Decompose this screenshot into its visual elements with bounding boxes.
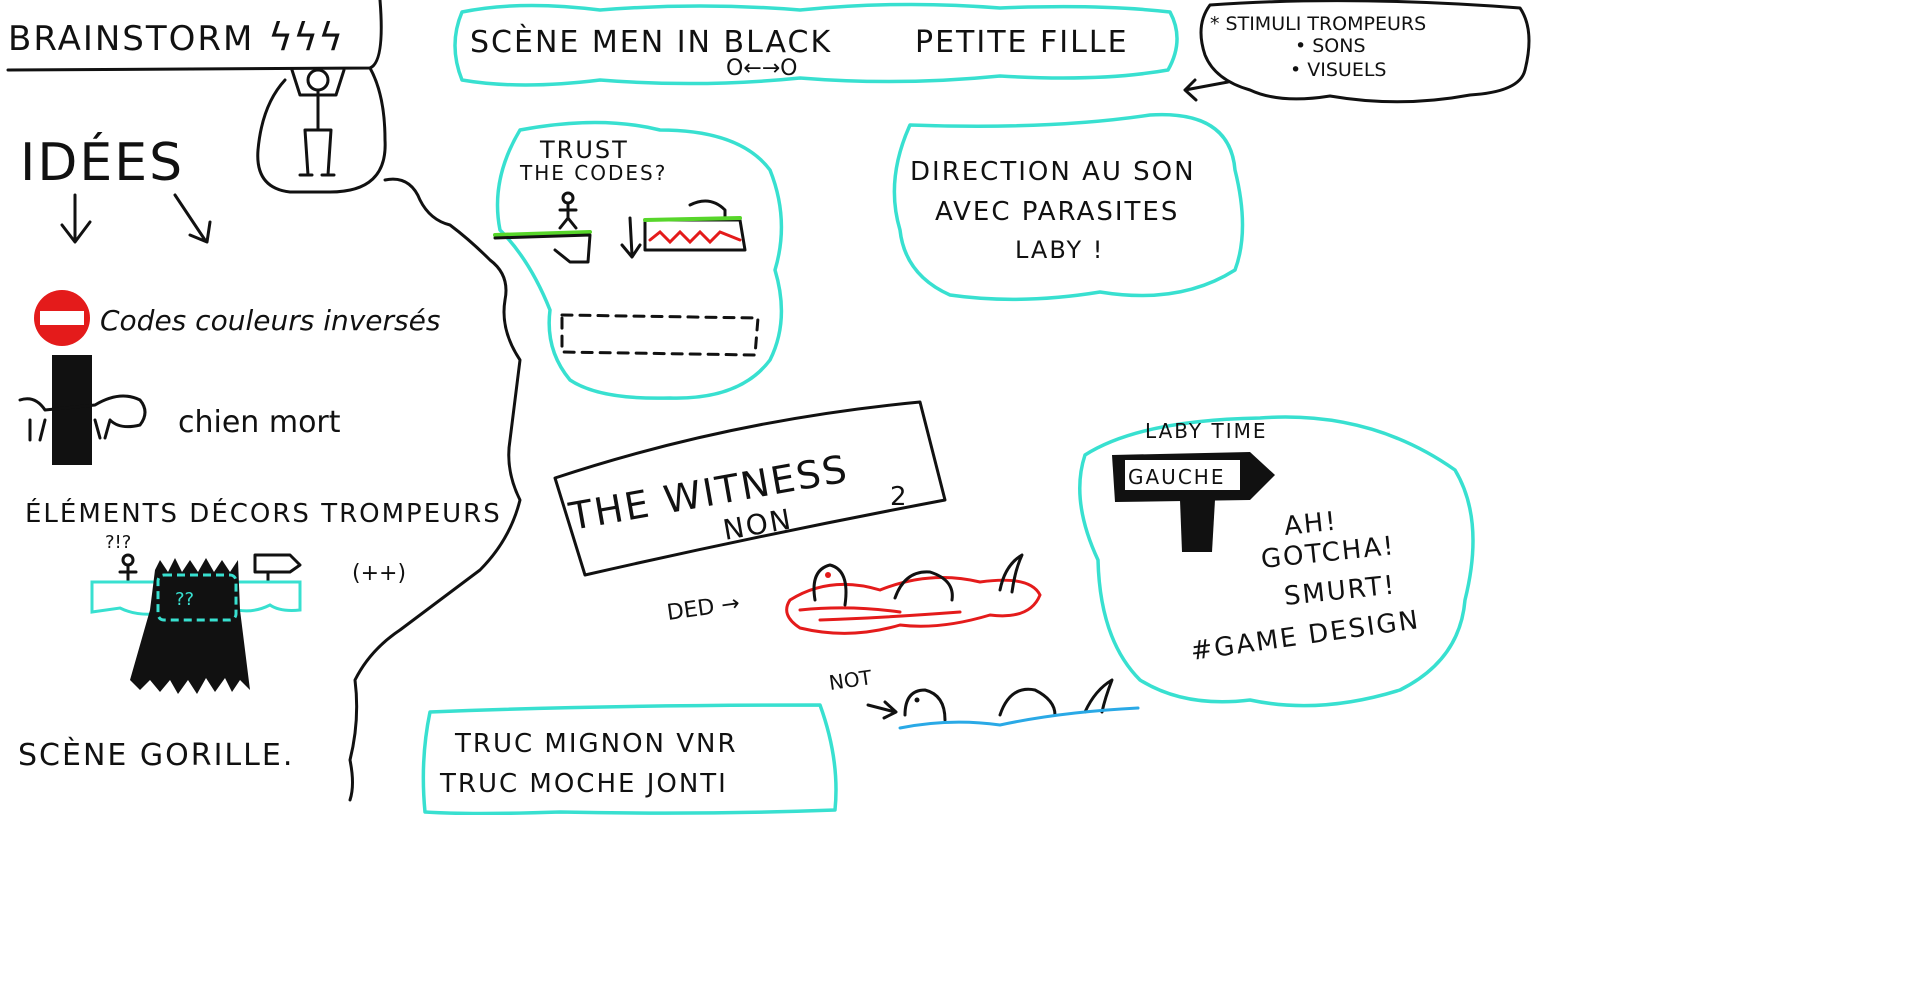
alive-creatures-illustration <box>866 678 1140 730</box>
not-label: NOT <box>827 665 874 695</box>
character-icon <box>290 68 346 177</box>
direction-bubble <box>892 112 1245 302</box>
direction-line2: AVEC PARASITES <box>935 197 1179 227</box>
laby-sign: GAUCHE <box>1128 465 1225 489</box>
decor-plus: (++) <box>352 561 406 586</box>
dead-dog-item: chien mort <box>178 405 341 440</box>
color-codes-item: Codes couleurs inversés <box>100 304 440 337</box>
decor-inner-marks: ?? <box>175 589 194 610</box>
brainstorm-title: BRAINSTORM <box>8 19 254 59</box>
trust-line1: TRUST <box>539 136 629 164</box>
stimuli-title: * STIMULI TROMPEURS <box>1210 13 1426 35</box>
decor-question-marks: ?!? <box>105 532 131 553</box>
mib-bubble <box>453 2 1179 87</box>
stimuli-item-sons: • SONS <box>1295 35 1366 57</box>
laby-hashtag: #GAME DESIGN <box>1189 605 1422 667</box>
laby-exclaim1: AH! <box>1283 507 1340 542</box>
ded-label: DED → <box>665 591 741 626</box>
direction-line3: LABY ! <box>1015 236 1104 264</box>
dead-creatures-illustration <box>785 553 1042 635</box>
signpost-icon <box>1112 452 1275 552</box>
arrow-left-icon <box>1183 78 1230 102</box>
truc-line1: TRUC MIGNON VNR <box>454 729 738 759</box>
witness-box <box>553 400 947 577</box>
dead-dog-icon <box>18 355 147 465</box>
ideas-heading: IDÉES <box>20 132 184 193</box>
witness-number: 2 <box>890 482 907 512</box>
laby-title: LABY TIME <box>1145 419 1268 443</box>
character-bubble <box>256 66 387 194</box>
no-entry-icon <box>34 290 90 346</box>
stimuli-bubble <box>1199 0 1531 104</box>
mib-line2: PETITE FILLE <box>915 25 1129 60</box>
direction-line1: DIRECTION AU SON <box>910 157 1196 187</box>
laby-exclaim3: SMURT! <box>1283 570 1398 612</box>
deceptive-decor-illustration: ?!? ?? <box>90 532 302 694</box>
platform-illustration <box>493 191 760 357</box>
arrow-down-icon <box>173 193 212 244</box>
whiteboard-drawing: BRAINSTORM ϟϟϟ IDÉES Codes couleurs inve… <box>6 0 1531 816</box>
lightning-icon: ϟϟϟ <box>268 15 343 59</box>
divider-line <box>348 177 522 802</box>
trust-bubble <box>495 120 784 400</box>
decor-item: ÉLÉMENTS DÉCORS TROMPEURS <box>25 497 502 529</box>
whiteboard-canvas: BRAINSTORM ϟϟϟ IDÉES Codes couleurs inve… <box>6 0 1531 816</box>
laby-exclaim2: GOTCHA! <box>1260 531 1397 575</box>
stimuli-item-visuels: • VISUELS <box>1290 59 1386 81</box>
laby-bubble <box>1078 415 1475 708</box>
mib-line1: SCÈNE MEN IN BLACK <box>470 24 832 60</box>
truc-bubble <box>421 703 838 816</box>
mib-arrow: O←→O <box>726 56 798 81</box>
truc-line2: TRUC MOCHE JONTI <box>439 769 728 799</box>
arrow-down-icon <box>60 193 92 244</box>
trust-line2: THE CODES? <box>519 161 667 185</box>
gorilla-item: SCÈNE GORILLE. <box>18 737 294 773</box>
